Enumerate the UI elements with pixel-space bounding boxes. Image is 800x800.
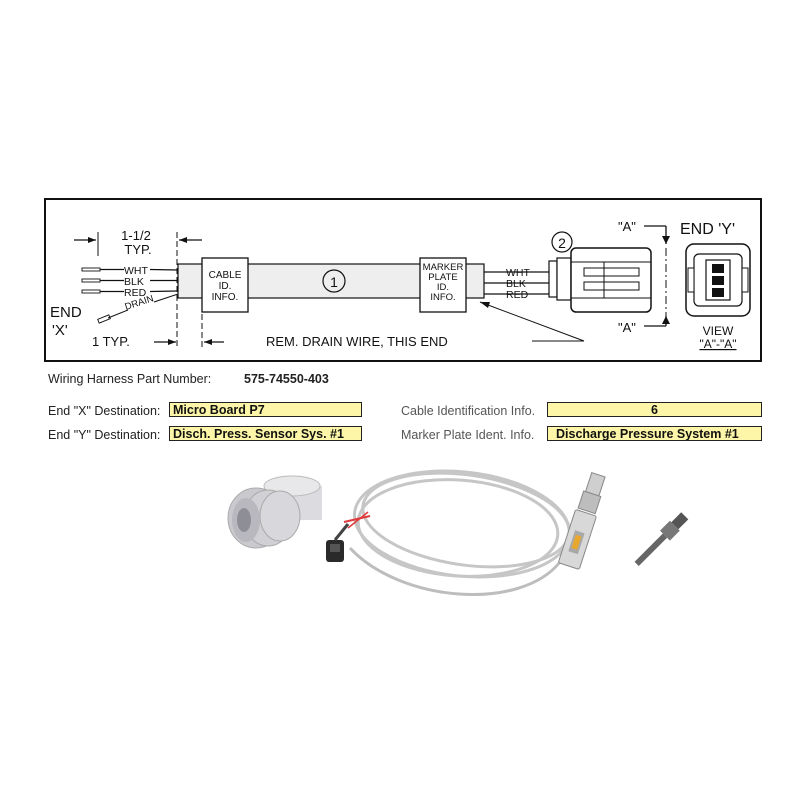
marker-plate-label: Marker Plate Ident. Info.	[401, 428, 535, 442]
wire-x-wht: WHT	[124, 265, 148, 277]
end-x-destination-label: End "X" Destination:	[48, 404, 161, 418]
marker-label-line1: MARKER	[423, 262, 464, 273]
dim-bottom: 1 TYP.	[92, 334, 130, 349]
harness-drawing: 1-1/2 TYP. WHT BLK RED DRAIN END 'X' 1 T…	[44, 198, 762, 362]
marker-plate-field[interactable]: Discharge Pressure System #1	[547, 426, 762, 441]
crimp-terminal-icon	[558, 471, 606, 570]
callout-2-label: 2	[558, 235, 566, 251]
cable-label-line3: INFO.	[212, 292, 239, 303]
cable-id-field[interactable]: 6	[547, 402, 762, 417]
cable-harness-icon	[348, 469, 572, 596]
view-label-line1: VIEW	[703, 324, 734, 338]
marker-plate-box	[419, 257, 467, 313]
marker-label-line4: INFO.	[430, 292, 455, 303]
cable-label-line2: ID.	[219, 281, 232, 292]
wire-y-blk: BLK	[506, 278, 526, 290]
connector-end-view	[685, 243, 751, 317]
harness-connector-icon	[326, 523, 350, 562]
end-x-destination-field[interactable]: Micro Board P7	[169, 402, 362, 417]
part-number-label: Wiring Harness Part Number:	[48, 372, 212, 386]
callout-2	[551, 231, 573, 253]
end-y-destination-field[interactable]: Disch. Press. Sensor Sys. #1	[169, 426, 362, 441]
seal-grommet-icon	[227, 475, 322, 549]
callout-1-label: 1	[330, 274, 338, 290]
marker-label-line3: ID.	[437, 282, 449, 293]
cable-id-label: Cable Identification Info.	[401, 404, 536, 418]
view-label-line2: "A"-"A"	[699, 337, 736, 351]
connector-side-view	[548, 247, 652, 313]
end-y-label: END 'Y'	[680, 221, 735, 238]
wire-x-red: RED	[124, 287, 147, 299]
view-a-top: "A"	[618, 219, 636, 234]
callout-1	[322, 269, 346, 293]
wire-y-red: RED	[506, 289, 529, 301]
rem-drain-note: REM. DRAIN WIRE, THIS END	[266, 334, 448, 349]
pin-terminal-icon	[634, 512, 689, 567]
part-number-value: 575-74550-403	[244, 372, 329, 386]
wire-x-blk: BLK	[124, 276, 144, 288]
dim-top-line1: 1-1/2	[121, 228, 151, 243]
wire-y-wht: WHT	[506, 267, 530, 279]
drawing-border	[44, 198, 762, 362]
dim-top-line2: TYP.	[124, 242, 151, 257]
marker-label-line2: PLATE	[428, 272, 457, 283]
view-a-bottom: "A"	[618, 320, 636, 335]
end-x-line1: END	[50, 304, 82, 321]
component-photos	[200, 462, 700, 612]
cable-id-box	[201, 257, 249, 313]
end-y-destination-label: End "Y" Destination:	[48, 428, 161, 442]
cable-label-line1: CABLE	[209, 270, 242, 281]
end-x-line2: 'X'	[52, 322, 68, 339]
